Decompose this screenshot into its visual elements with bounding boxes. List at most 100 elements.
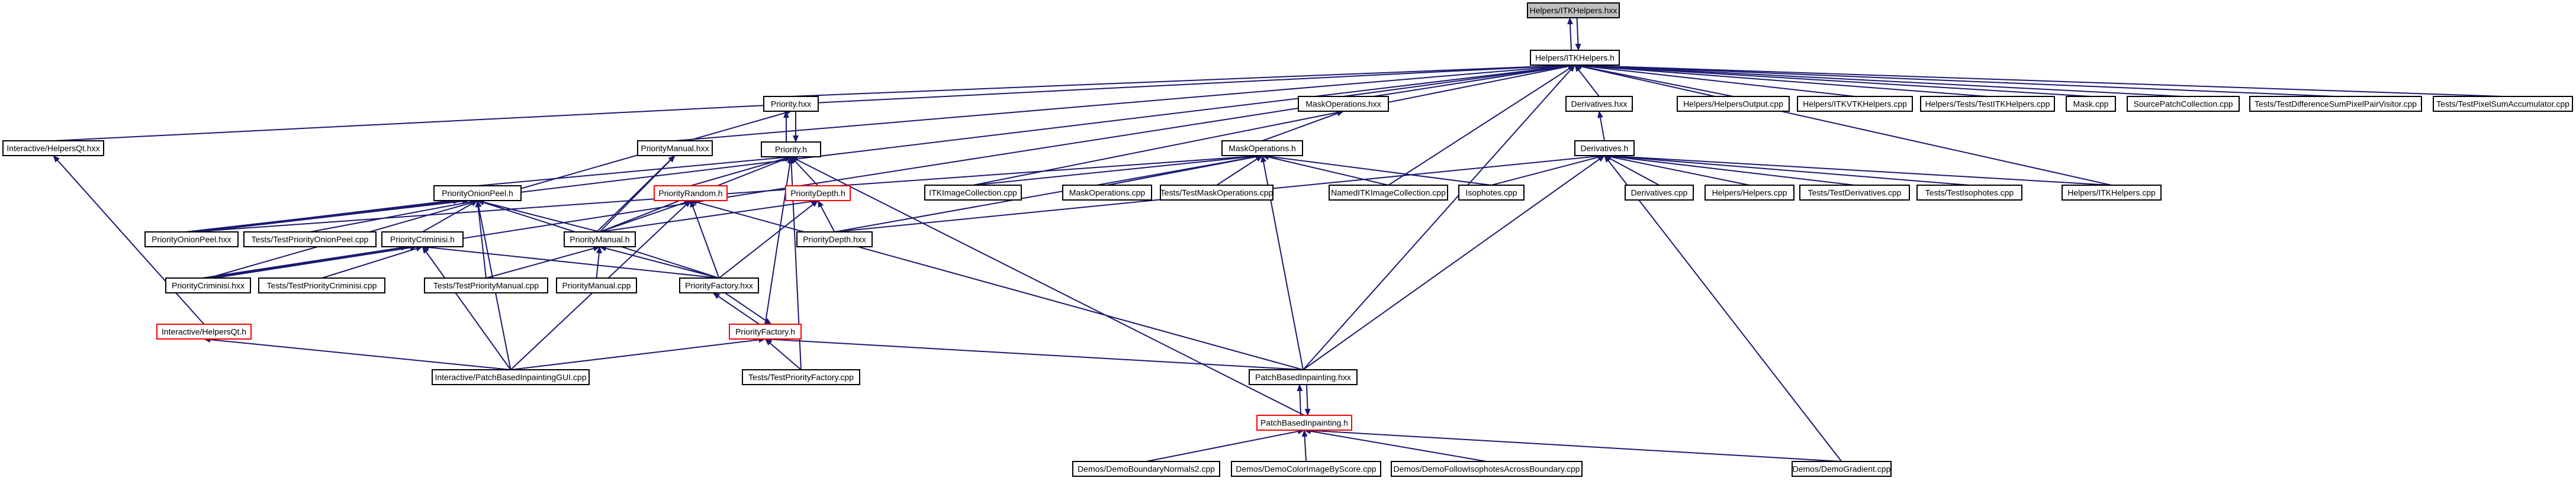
node-patch-based-inpainting-h[interactable]: PatchBasedInpainting.h [1256,415,1352,431]
node-isophotes-cpp[interactable]: Isophotes.cpp [1458,185,1525,201]
node-helpers-itkhelpers-cpp[interactable]: Helpers/ITKHelpers.cpp [2062,185,2162,201]
node-tests-test-isophotes-cpp[interactable]: Tests/TestIsophotes.cpp [1916,185,2022,201]
node-test-priority-onion-peel-cpp[interactable]: Tests/TestPriorityOnionPeel.cpp [243,231,377,247]
node-test-diff-sum-cpp[interactable]: Tests/TestDifferenceSumPixelPairVisitor.… [2249,96,2422,112]
node-mask-operations-cpp[interactable]: MaskOperations.cpp [1062,185,1152,201]
node-priority-manual-h[interactable]: PriorityManual.h [564,231,636,247]
node-priority-factory-h[interactable]: PriorityFactory.h [729,324,802,340]
node-priority-depth-hxx[interactable]: PriorityDepth.hxx [796,231,873,247]
node-label: PriorityManual.hxx [641,144,709,153]
node-label: Helpers/Tests/TestITKHelpers.cpp [1925,99,2050,109]
node-label: Interactive/HelpersQt.h [162,327,246,337]
node-priority-onion-peel-h[interactable]: PriorityOnionPeel.h [433,185,522,201]
node-derivatives-cpp[interactable]: Derivatives.cpp [1625,185,1694,201]
node-box [1391,461,1583,477]
node-label: Tests/TestPriorityCriminisi.cpp [267,281,377,290]
node-priority-criminisi-hxx[interactable]: PriorityCriminisi.hxx [165,277,251,293]
node-helpers-tests-itk-cpp[interactable]: Helpers/Tests/TestITKHelpers.cpp [1920,96,2055,112]
node-interactive-helpers-qt-hxx[interactable]: Interactive/HelpersQt.hxx [2,140,104,156]
node-demo-color-image-cpp[interactable]: Demos/DemoColorImageByScore.cpp [1231,461,1381,477]
node-mask-operations-hxx[interactable]: MaskOperations.hxx [1298,96,1389,112]
node-priority-manual-hxx[interactable]: PriorityManual.hxx [637,140,713,156]
edge-itk_image_collection_cpp-to-itkhelpers_h [973,63,1575,186]
node-box [785,185,851,201]
node-helpers-helpers-cpp[interactable]: Helpers/Helpers.cpp [1705,185,1794,201]
node-derivatives-h[interactable]: Derivatives.h [1574,140,1635,156]
edge-isophotes_cpp-to-derivatives_h [1491,154,1605,186]
node-named-itk-image-collection-cpp[interactable]: NamedITKImageCollection.cpp [1329,185,1448,201]
node-interactive-helpers-qt-h[interactable]: Interactive/HelpersQt.h [156,324,252,340]
node-box [1574,140,1635,156]
node-box [165,277,251,293]
node-demo-follow-isophotes-cpp[interactable]: Demos/DemoFollowIsophotesAcrossBoundary.… [1391,461,1583,477]
edge-mask_cpp-to-itkhelpers_h [1574,62,2091,97]
edge-priority_factory_hxx-to-priority_factory_h [724,292,772,325]
node-box [1705,185,1794,201]
edge-priority_manual_h-to-priority_random_h [599,199,692,233]
node-demo-boundary-normals-cpp[interactable]: Demos/DemoBoundaryNormals2.cpp [1072,461,1220,477]
node-label: Helpers/ITKHelpers.h [1535,53,1615,63]
node-label: Tests/TestPriorityOnionPeel.cpp [252,235,369,244]
edge-named_itk_image_collection_cpp-to-mask_operations_h [1262,154,1389,186]
edge-helpers_helpers_cpp-to-derivatives_h [1604,154,1750,186]
edge-priority_factory_hxx-to-priority_depth_h [718,200,819,279]
node-label: MaskOperations.cpp [1069,188,1146,198]
node-label: PatchBasedInpainting.h [1260,418,1348,428]
node-label: ITKImageCollection.cpp [929,188,1017,198]
node-box [1920,96,2055,112]
node-itkhelpers-h[interactable]: Helpers/ITKHelpers.h [1530,50,1620,66]
node-label: Derivatives.hxx [1571,99,1628,109]
node-test-pixel-sum-cpp[interactable]: Tests/TestPixelSumAccumulator.cpp [2433,96,2573,112]
node-box [2433,96,2573,112]
node-priority-manual-cpp[interactable]: PriorityManual.cpp [556,277,637,293]
node-priority-factory-hxx[interactable]: PriorityFactory.hxx [679,277,759,293]
edge-patch_based_inpainting_h-to-patch_based_inpainting_hxx [1297,384,1303,416]
edge-priority_criminisi_h-to-priority_onion_peel_h [422,200,478,233]
node-priority-onion-peel-hxx[interactable]: PriorityOnionPeel.hxx [144,231,239,247]
node-demo-gradient-cpp[interactable]: Demos/DemoGradient.cpp [1792,461,1892,477]
edge-helpers_tests_itk_cpp-to-itkhelpers_h [1574,62,1988,97]
edge-priority_manual_hxx-to-itkhelpers_h [674,62,1575,141]
edge-derivatives_h-to-derivatives_hxx [1597,111,1605,141]
edge-priority_manual_cpp-to-priority_manual_h [596,246,602,279]
node-box [1249,369,1358,385]
node-label: PriorityCriminisi.h [390,235,455,244]
node-test-priority-factory-cpp[interactable]: Tests/TestPriorityFactory.cpp [742,369,860,385]
node-label: Tests/TestDerivatives.cpp [1808,188,1902,198]
node-priority-h[interactable]: Priority.h [761,141,821,157]
edge-demo_color_image_cpp-to-patch_based_inpainting_h [1301,430,1308,462]
node-mask-operations-h[interactable]: MaskOperations.h [1221,140,1303,156]
node-label: NamedITKImageCollection.cpp [1331,188,1446,198]
node-box [1792,461,1892,477]
node-interactive-pbi-gui-cpp[interactable]: Interactive/PatchBasedInpaintingGUI.cpp [432,369,590,385]
edge-test_diff_sum_cpp-to-itkhelpers_h [1574,62,2336,97]
node-label: Tests/TestDifferenceSumPixelPairVisitor.… [2255,99,2417,109]
node-itk-image-collection-cpp[interactable]: ITKImageCollection.cpp [924,185,1022,201]
node-priority-criminisi-h[interactable]: PriorityCriminisi.h [381,231,464,247]
node-test-priority-criminisi-cpp[interactable]: Tests/TestPriorityCriminisi.cpp [258,277,385,293]
node-box [637,140,713,156]
node-label: PriorityDepth.hxx [803,235,866,244]
node-helpers-output-cpp[interactable]: Helpers/HelpersOutput.cpp [1677,96,1790,112]
node-mask-cpp[interactable]: Mask.cpp [2066,96,2116,112]
node-box [381,231,464,247]
edge-patch_based_inpainting_hxx-to-patch_based_inpainting_h [1304,384,1311,416]
edge-helpers_itkhelpers_cpp-to-derivatives_h [1604,153,2112,186]
node-derivatives-hxx[interactable]: Derivatives.hxx [1565,96,1633,112]
node-label: Demos/DemoBoundaryNormals2.cpp [1078,464,1215,474]
node-helpers-itkvtk-cpp[interactable]: Helpers/ITKVTKHelpers.cpp [1797,96,1913,112]
node-itkhelpers-hxx[interactable]: Helpers/ITKHelpers.hxx [1527,2,1620,18]
node-patch-based-inpainting-hxx[interactable]: PatchBasedInpainting.hxx [1249,369,1358,385]
node-box [2066,96,2116,112]
edge-demo_follow_isophotes_cpp-to-patch_based_inpainting_h [1304,428,1487,462]
node-test-mask-operations-cpp[interactable]: Tests/TestMaskOperations.cpp [1160,185,1273,201]
node-priority-random-h[interactable]: PriorityRandom.h [654,185,728,201]
node-source-patch-collection-cpp[interactable]: SourcePatchCollection.cpp [2127,96,2240,112]
node-tests-test-derivatives-cpp[interactable]: Tests/TestDerivatives.cpp [1799,185,1910,201]
edge-priority_manual_h-to-priority_onion_peel_h [477,199,600,233]
node-priority-hxx[interactable]: Priority.hxx [763,96,819,112]
node-priority-depth-h[interactable]: PriorityDepth.h [785,185,851,201]
node-test-priority-manual-cpp[interactable]: Tests/TestPriorityManual.cpp [424,277,548,293]
